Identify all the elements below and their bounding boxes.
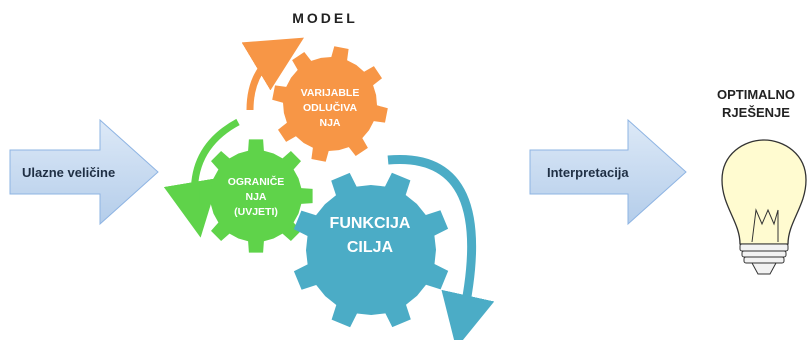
optimal-solution-line1: OPTIMALNO xyxy=(717,87,795,102)
objective-gear-icon xyxy=(293,172,449,328)
constraints-line1: OGRANIČE xyxy=(227,176,285,188)
gear-orange-shape xyxy=(272,46,388,162)
optimal-solution-line2: RJEŠENJE xyxy=(722,105,790,120)
gear-blue-shape xyxy=(293,172,449,328)
constraints-line2: NJA xyxy=(245,191,267,203)
constraints-line3: (UVJETI) xyxy=(234,206,278,218)
interpretation-arrow-label: Interpretacija xyxy=(547,165,629,180)
objective-line2: CILJA xyxy=(346,239,394,256)
variables-line2: ODLUČIVA xyxy=(302,102,358,114)
objective-line1: FUNKCIJA xyxy=(329,215,411,232)
interpretation-arrow xyxy=(529,118,687,226)
blue-curved-arrow-icon xyxy=(387,154,495,340)
variables-line1: VARIJABLE xyxy=(300,87,360,99)
model-title: MODEL xyxy=(292,10,358,26)
constraints-gear-label: OGRANIČE NJA (UVJETI) xyxy=(215,175,297,220)
variables-gear-label: VARIJABLE ODLUČIVA NJA xyxy=(290,86,370,131)
variables-gear-icon xyxy=(272,46,388,162)
gear-green-shape xyxy=(199,139,313,253)
objective-gear-label: FUNKCIJA CILJA xyxy=(315,212,425,260)
green-curved-arrow-icon xyxy=(163,118,240,238)
variables-line3: NJA xyxy=(319,117,341,129)
input-arrow xyxy=(9,118,159,226)
orange-curved-arrow-icon xyxy=(241,37,305,111)
input-arrow-label: Ulazne veličine xyxy=(22,165,116,180)
optimal-solution-label: OPTIMALNO RJEŠENJE xyxy=(700,86,812,122)
constraints-gear-icon xyxy=(199,139,313,253)
lightbulb-icon xyxy=(721,139,807,275)
